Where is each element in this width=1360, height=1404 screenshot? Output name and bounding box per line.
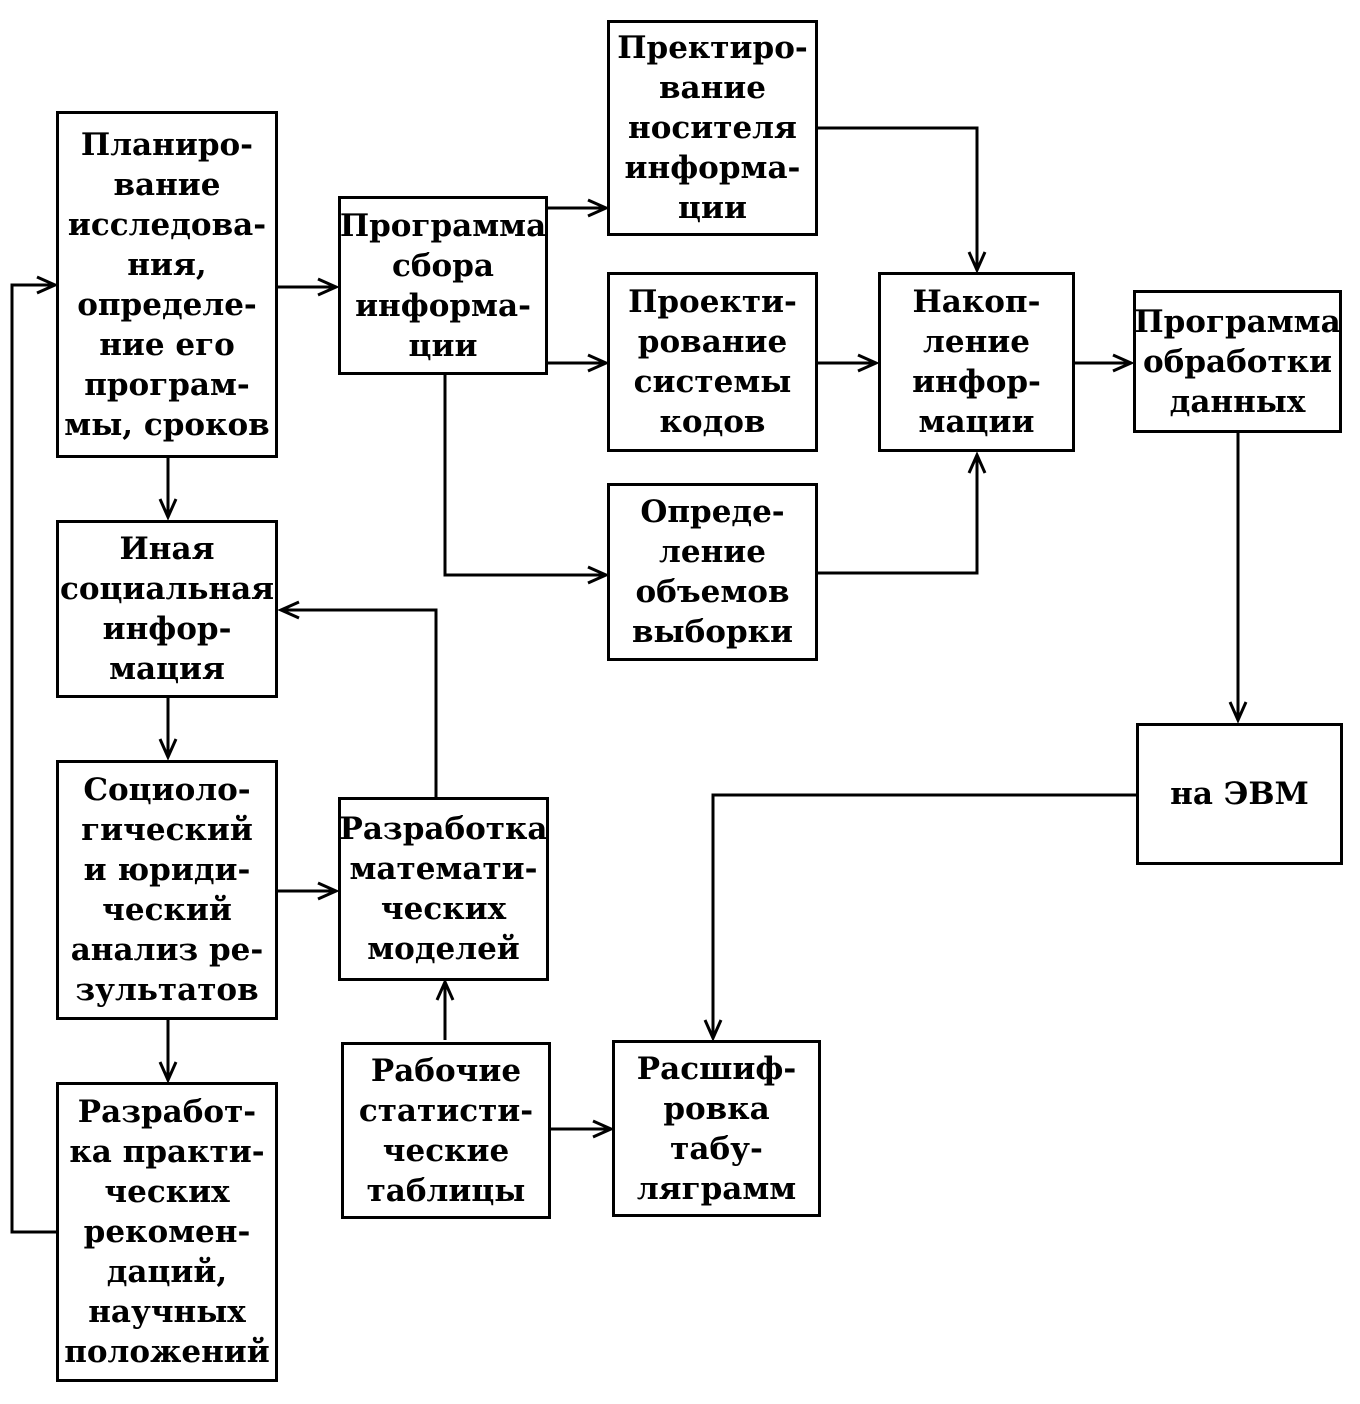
node-other-social: Иная социальная инфор-мация xyxy=(56,520,278,698)
node-label-line: табу- xyxy=(670,1130,763,1167)
node-label-line: Проекти- xyxy=(628,284,797,320)
node-label-line: ляграмм xyxy=(636,1170,797,1207)
node-label: Разработка математи-ческих моделей xyxy=(340,809,548,969)
node-label-line: кодов xyxy=(659,404,766,440)
node-label-line: статисти- xyxy=(358,1092,534,1129)
node-label-line: объемов xyxy=(635,574,790,610)
node-label-line: даций, xyxy=(106,1254,228,1290)
node-projecting-codes: Проекти-рование системы кодов xyxy=(607,272,818,452)
node-label-line: ции xyxy=(408,327,478,364)
node-label-line: ния, xyxy=(127,246,207,283)
arrow-program-collect-to-sample xyxy=(443,375,610,585)
node-label-line: и юриди- xyxy=(83,852,251,888)
node-sociological-analysis: Социоло-гический и юриди-ческий анализ ре-… xyxy=(56,760,278,1020)
node-label-line: математи- xyxy=(349,851,538,887)
node-label-line: ческий xyxy=(102,892,232,928)
node-label-line: рование xyxy=(637,324,788,360)
node-label-line: определе- xyxy=(77,286,257,323)
node-label-line: обработки xyxy=(1142,343,1333,380)
node-label-line: ние его xyxy=(99,326,235,363)
node-label-line: ка практи- xyxy=(69,1134,265,1170)
node-label-line: ческих xyxy=(104,1174,230,1210)
node-label-line: гический xyxy=(81,812,253,848)
node-label-line: Программа xyxy=(339,207,547,244)
node-label-line: Расшиф- xyxy=(636,1050,797,1087)
node-label: Разработ-ка практи-ческих рекомен-даций, н… xyxy=(64,1092,270,1372)
node-label-line: выборки xyxy=(631,614,794,650)
node-label-line: информа- xyxy=(355,287,531,324)
node-label-line: мации xyxy=(918,404,1035,440)
node-label-line: сбора xyxy=(392,247,494,284)
node-label: Социоло-гический и юриди-ческий анализ ре-… xyxy=(71,770,264,1010)
node-label-line: моделей xyxy=(367,931,520,967)
node-projecting-carrier: Пректиро-вание носителя информа-ции xyxy=(607,20,818,236)
node-label-line: данных xyxy=(1169,383,1306,420)
node-label-line: носителя xyxy=(628,110,797,146)
node-label-line: Программа xyxy=(1134,303,1341,340)
arrow-sample-to-accumulation xyxy=(818,451,987,575)
arrow-computer-to-decoding xyxy=(703,793,1136,1042)
node-label-line: информа- xyxy=(624,150,801,186)
node-label-line: таблицы xyxy=(366,1172,526,1209)
node-label-line: анализ ре- xyxy=(70,932,264,968)
node-label: Накоп-ление инфор-мации xyxy=(912,282,1041,442)
node-label-line: Рабочие xyxy=(370,1052,522,1089)
node-sample-volume: Опреде-ление объемов выборки xyxy=(607,483,818,661)
node-label-line: вание xyxy=(658,70,767,106)
node-computer: на ЭВМ xyxy=(1136,723,1343,865)
node-label-line: рекомен- xyxy=(83,1214,251,1250)
node-label: Пректиро-вание носителя информа-ции xyxy=(617,28,807,228)
node-label-line: ление xyxy=(659,534,766,570)
node-label: Опреде-ление объемов выборки xyxy=(632,492,793,652)
node-label-line: мация xyxy=(109,651,225,687)
node-label-line: ровка xyxy=(663,1090,770,1127)
node-label-line: ление xyxy=(922,324,1030,360)
node-label-line: Пректиро- xyxy=(617,30,808,66)
node-label-line: системы xyxy=(633,364,792,400)
node-label-line: Планиро- xyxy=(80,126,254,163)
node-label-line: научных xyxy=(88,1294,246,1330)
node-label-line: исследова- xyxy=(67,206,267,243)
node-label-line: вание xyxy=(113,166,221,203)
node-label-line: Разработ- xyxy=(77,1094,257,1130)
node-label-line: Накоп- xyxy=(912,284,1041,320)
node-label-line: Социоло- xyxy=(83,772,251,808)
node-label-line: инфор- xyxy=(912,364,1041,400)
node-label: на ЭВМ xyxy=(1170,774,1309,814)
node-label-line: Иная xyxy=(119,531,215,567)
node-label-line: социальная xyxy=(59,571,275,607)
node-label-line: Опреде- xyxy=(640,494,785,530)
node-label: Проекти-рование системы кодов xyxy=(628,282,797,442)
node-math-models: Разработка математи-ческих моделей xyxy=(338,797,549,981)
arrow-carrier-to-accumulation xyxy=(818,126,987,274)
node-accumulation: Накоп-ление инфор-мации xyxy=(878,272,1075,452)
node-label: Иная социальная инфор-мация xyxy=(60,529,274,689)
node-label-line: ческие xyxy=(382,1132,510,1169)
node-label-line: инфор- xyxy=(102,611,232,647)
node-label-line: мы, сроков xyxy=(64,406,270,443)
node-label-line: на ЭВМ xyxy=(1170,776,1309,812)
node-label-line: програм- xyxy=(84,366,250,403)
node-label-line: ческих xyxy=(380,891,507,927)
node-label-line: Разработка xyxy=(339,811,548,847)
node-label-line: ции xyxy=(678,190,747,226)
arrow-math-models-to-other-social xyxy=(277,600,438,797)
node-practical-recommendations: Разработ-ка практи-ческих рекомен-даций, н… xyxy=(56,1082,278,1382)
arrow-feedback-loop-to-planning xyxy=(10,275,59,1234)
node-label-line: положений xyxy=(64,1334,270,1370)
node-label-line: зультатов xyxy=(75,972,259,1008)
